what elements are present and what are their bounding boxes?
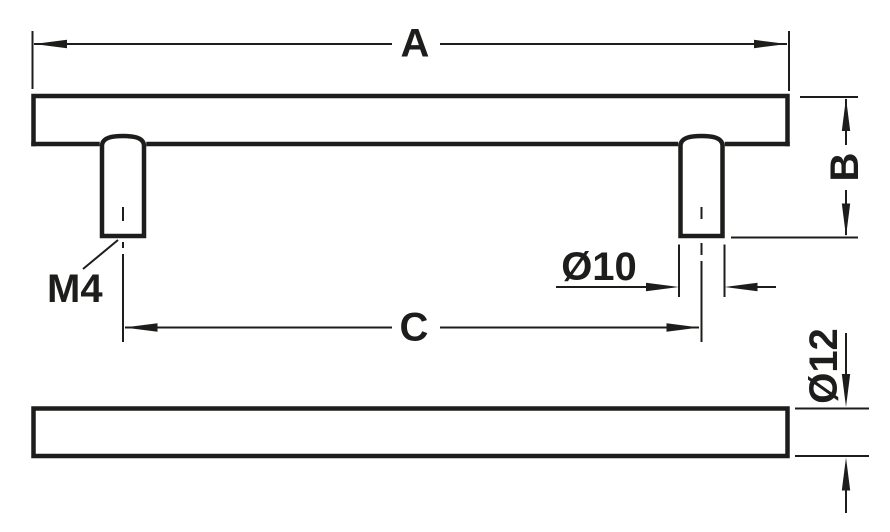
arrowhead-d12-down [841,374,851,407]
dimension-c: C [122,207,703,350]
dimension-post-diameter: Ø10 [556,244,776,297]
dim-c-label: C [400,306,429,350]
dimension-bar-diameter: Ø12 [795,328,869,513]
dim-b-label: B [823,153,867,182]
dim-a-label: A [401,22,430,66]
side-view [31,406,790,459]
arrowhead-c-left [124,323,158,332]
dimension-b: B [731,96,867,239]
thread-callout: M4 [47,239,119,311]
arrowhead-b-down [841,203,851,237]
arrowhead-c-right [666,323,700,332]
arrowhead-d10-left [646,282,679,292]
thread-m4-label: M4 [47,267,103,311]
front-view [31,93,790,239]
leader-line-m4 [82,239,119,270]
arrowhead-a-left [34,39,67,49]
arrowhead-d10-right [724,282,758,292]
bar-side-outline [31,406,790,459]
dimension-a: A [31,22,790,91]
arrowhead-d12-up [841,457,851,491]
arrowhead-a-right [754,39,787,49]
bar-outline [31,93,790,147]
post-diameter-label: Ø10 [561,245,637,289]
right-post [678,133,725,239]
left-post [99,133,147,239]
bar-diameter-label: Ø12 [802,328,846,404]
arrowhead-b-up [841,98,851,131]
